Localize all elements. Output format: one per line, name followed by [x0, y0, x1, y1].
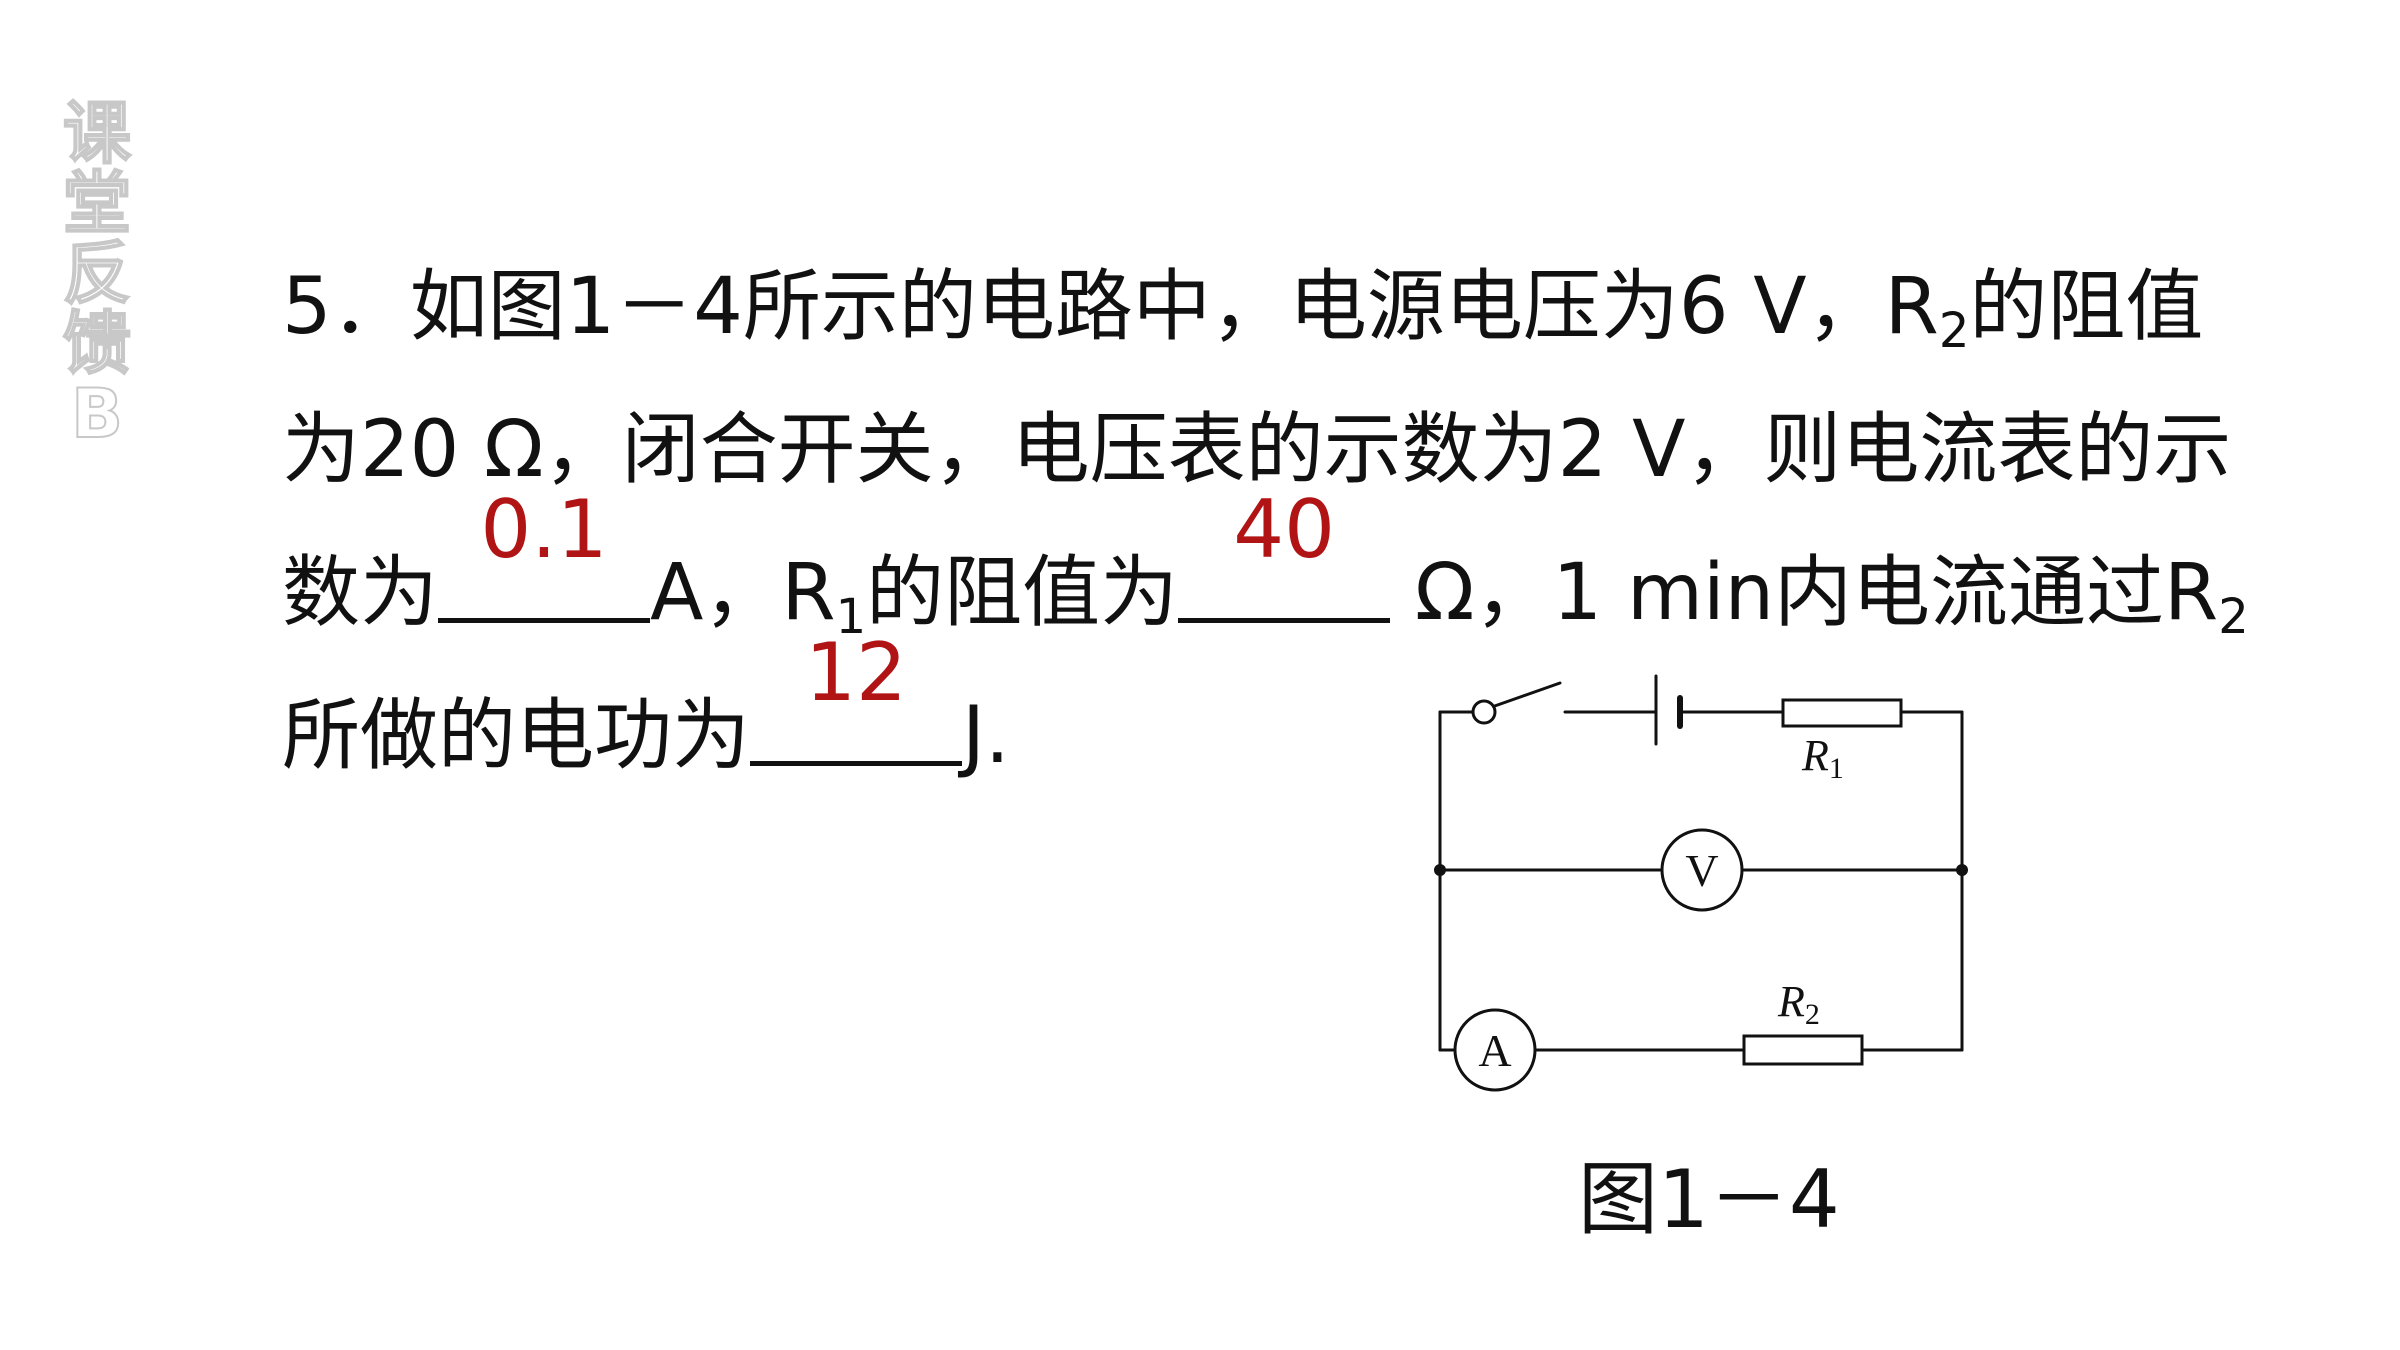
answer-blank-resistance: 40 — [1178, 483, 1391, 623]
junction-dot — [1434, 864, 1446, 876]
subscript: 1 — [835, 589, 867, 645]
resistor-r1 — [1781, 698, 1903, 728]
figure-caption: 图1－4 — [1578, 1153, 1840, 1246]
ammeter-label: A — [1478, 1025, 1511, 1076]
section-label-char: 课 — [62, 95, 132, 174]
circuit-diagram: R1 R2 V A — [1434, 674, 1968, 1092]
question-text: 5．如图1－4所示的电路中，电源电压为6 V，R2的阻值 为20 Ω，闭合开关，… — [282, 236, 2342, 808]
question-line-1: 5．如图1－4所示的电路中，电源电压为6 V，R2的阻值 — [282, 236, 2342, 379]
section-label-char: 堂 — [62, 165, 132, 244]
question-text-segment: 5．如图1－4所示的电路中，电源电压为6 V，R — [282, 262, 1939, 352]
question-text-segment: Ω，1 min内电流通过R — [1390, 548, 2219, 638]
question-text-segment: 的阻值为 — [866, 548, 1179, 638]
answer-blank-work: 12 — [750, 626, 963, 766]
subscript: 2 — [1938, 303, 1970, 359]
question-text-segment: 所做的电功为 — [282, 691, 751, 781]
section-label-char: 反 — [62, 235, 132, 314]
junction-dot — [1956, 864, 1968, 876]
r2-label: R2 — [1777, 977, 1820, 1031]
voltmeter-label: V — [1685, 845, 1718, 896]
section-label-char: 馈 — [62, 305, 132, 384]
question-text-segment: 的阻值 — [1969, 262, 2204, 352]
switch-lever — [1487, 681, 1562, 710]
switch-contact — [1471, 699, 1497, 725]
answer-resistance: 40 — [1233, 483, 1336, 576]
answer-blank-current: 0.1 — [438, 483, 651, 623]
answer-work: 12 — [805, 626, 907, 719]
question-text-segment: J. — [962, 691, 1010, 781]
section-label: 课 堂 反 馈 B — [52, 95, 142, 454]
answer-current: 0.1 — [480, 483, 608, 576]
question-text-segment: 为20 Ω，闭合开关，电压表的示数为2 V，则电流表的示 — [282, 405, 2232, 495]
question-text-segment: A，R — [650, 548, 836, 638]
section-label-char: B — [70, 375, 124, 454]
subscript: 2 — [2218, 589, 2249, 645]
r1-label: R1 — [1801, 731, 1844, 785]
question-line-2: 为20 Ω，闭合开关，电压表的示数为2 V，则电流表的示 — [282, 379, 2342, 522]
question-text-segment: 数为 — [282, 548, 439, 638]
resistor-r2 — [1742, 1034, 1864, 1066]
